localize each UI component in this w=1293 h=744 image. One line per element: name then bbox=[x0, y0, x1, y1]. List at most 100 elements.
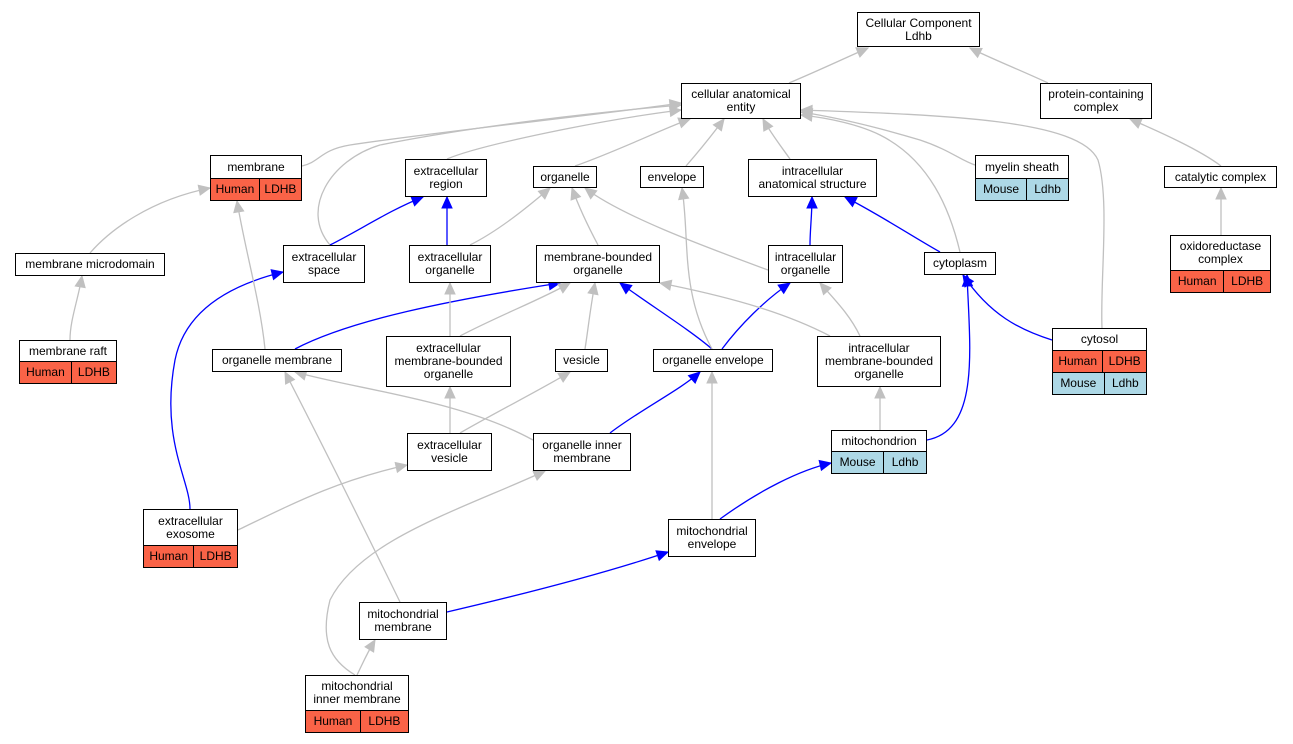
species-cell: Human bbox=[20, 362, 71, 383]
edge-arrowhead bbox=[587, 281, 599, 296]
edge-arrowhead bbox=[74, 274, 86, 289]
edge-arrowhead bbox=[961, 273, 974, 287]
edge-line bbox=[659, 282, 831, 337]
go-term-catalytic-complex[interactable]: catalytic complex bbox=[1164, 166, 1277, 188]
species-cell: Mouse bbox=[1053, 373, 1104, 394]
term-label: intracellular anatomical structure bbox=[758, 164, 867, 191]
species-cell: Human bbox=[1053, 351, 1103, 372]
go-term-vesicle[interactable]: vesicle bbox=[555, 349, 608, 372]
go-term-mitochondrial-envelope[interactable]: mitochondrial envelope bbox=[668, 519, 756, 557]
term-label: oxidoreductase complex bbox=[1179, 239, 1262, 266]
edge-arrowhead bbox=[364, 638, 376, 653]
term-label: cytoplasm bbox=[932, 256, 988, 270]
go-term-organelle-membrane[interactable]: organelle membrane bbox=[212, 349, 342, 372]
edge-arrowhead bbox=[394, 461, 409, 474]
go-term-extracellular-region[interactable]: extracellular region bbox=[405, 159, 487, 197]
edge-line bbox=[1129, 118, 1222, 167]
edge-arrowhead bbox=[444, 385, 456, 399]
edge-line bbox=[962, 274, 1053, 341]
edge-arrowhead bbox=[658, 279, 673, 291]
term-label: mitochondrial envelope bbox=[676, 524, 748, 551]
gene-cell: LDHB bbox=[193, 546, 238, 567]
edge-line bbox=[459, 371, 571, 434]
go-term-intracellular-mb-organelle[interactable]: intracellular membrane-bounded organelle bbox=[817, 336, 941, 387]
edge-line bbox=[609, 371, 701, 434]
edge-line bbox=[329, 196, 424, 246]
go-term-envelope[interactable]: envelope bbox=[640, 166, 704, 188]
go-term-membrane-bounded-organelle[interactable]: membrane-bounded organelle bbox=[536, 245, 660, 283]
go-term-mitochondrial-membrane[interactable]: mitochondrial membrane bbox=[359, 602, 447, 640]
species-cell: Mouse bbox=[976, 179, 1027, 200]
edge-line bbox=[619, 282, 713, 350]
edge-line bbox=[800, 111, 976, 166]
edge-line bbox=[446, 551, 669, 613]
species-cell: Human bbox=[211, 179, 259, 200]
edge-arrowhead bbox=[819, 282, 832, 296]
edge-arrowhead bbox=[197, 184, 212, 196]
edge-arrowhead bbox=[570, 186, 582, 201]
go-term-cytoplasm[interactable]: cytoplasm bbox=[924, 252, 996, 275]
term-label: extracellular membrane-bounded organelle bbox=[394, 341, 503, 381]
edge-line bbox=[719, 462, 832, 520]
edge-arrowhead bbox=[687, 371, 701, 384]
go-term-intracellular-anatomical-structure[interactable]: intracellular anatomical structure bbox=[748, 159, 877, 197]
go-term-intracellular-organelle[interactable]: intracellular organelle bbox=[768, 245, 843, 283]
edge-line bbox=[788, 47, 869, 84]
gene-cell: Ldhb bbox=[883, 452, 927, 473]
edge-arrowhead bbox=[668, 105, 683, 118]
edge-line bbox=[294, 282, 561, 350]
term-label: membrane microdomain bbox=[25, 257, 155, 271]
species-cell: Human bbox=[306, 711, 360, 732]
edge-line bbox=[844, 196, 941, 253]
go-term-organelle-envelope[interactable]: organelle envelope bbox=[653, 349, 773, 372]
edge-line bbox=[446, 109, 682, 160]
go-term-cellular-anatomical-entity[interactable]: cellular anatomical entity bbox=[681, 83, 801, 119]
go-term-organelle-inner-membrane[interactable]: organelle inner membrane bbox=[533, 433, 631, 471]
edge-line bbox=[681, 187, 713, 350]
go-term-protein-containing-complex[interactable]: protein-containing complex bbox=[1040, 83, 1152, 119]
go-term-membrane-microdomain[interactable]: membrane microdomain bbox=[15, 253, 165, 276]
term-label: membrane bbox=[227, 159, 285, 174]
go-term-organelle[interactable]: organelle bbox=[533, 166, 597, 188]
go-term-extracellular-space[interactable]: extracellular space bbox=[283, 245, 365, 283]
edge-arrowhead bbox=[712, 118, 725, 132]
species-cell: Mouse bbox=[832, 452, 884, 473]
edge-arrowhead bbox=[806, 195, 818, 209]
edge-arrowhead bbox=[677, 117, 692, 129]
edge-arrowhead bbox=[557, 282, 572, 294]
gene-cell: LDHB bbox=[258, 179, 302, 200]
term-label: envelope bbox=[647, 169, 697, 184]
edge-arrowhead bbox=[799, 104, 813, 117]
edge-arrowhead bbox=[706, 370, 718, 384]
term-label: Cellular Component Ldhb bbox=[865, 15, 972, 43]
edge-line bbox=[800, 114, 961, 253]
go-term-extracellular-organelle[interactable]: extracellular organelle bbox=[409, 245, 491, 283]
edge-arrowhead bbox=[557, 371, 572, 383]
gene-cell: LDHB bbox=[70, 362, 117, 383]
term-label: catalytic complex bbox=[1174, 169, 1267, 184]
go-term-extracellular-mb-organelle[interactable]: extracellular membrane-bounded organelle bbox=[386, 336, 511, 387]
edge-line bbox=[294, 371, 534, 441]
edge-line bbox=[926, 274, 971, 441]
edge-arrowhead bbox=[444, 281, 456, 295]
term-label: organelle envelope bbox=[662, 353, 764, 367]
edge-arrowhead bbox=[874, 385, 886, 399]
go-term-root[interactable]: Cellular Component Ldhb bbox=[857, 12, 980, 47]
edge-line bbox=[170, 271, 284, 510]
edge-arrowhead bbox=[855, 47, 870, 58]
species-cell: Human bbox=[144, 546, 194, 567]
edge-arrowhead bbox=[619, 282, 633, 295]
go-term-extracellular-vesicle[interactable]: extracellular vesicle bbox=[407, 433, 492, 471]
